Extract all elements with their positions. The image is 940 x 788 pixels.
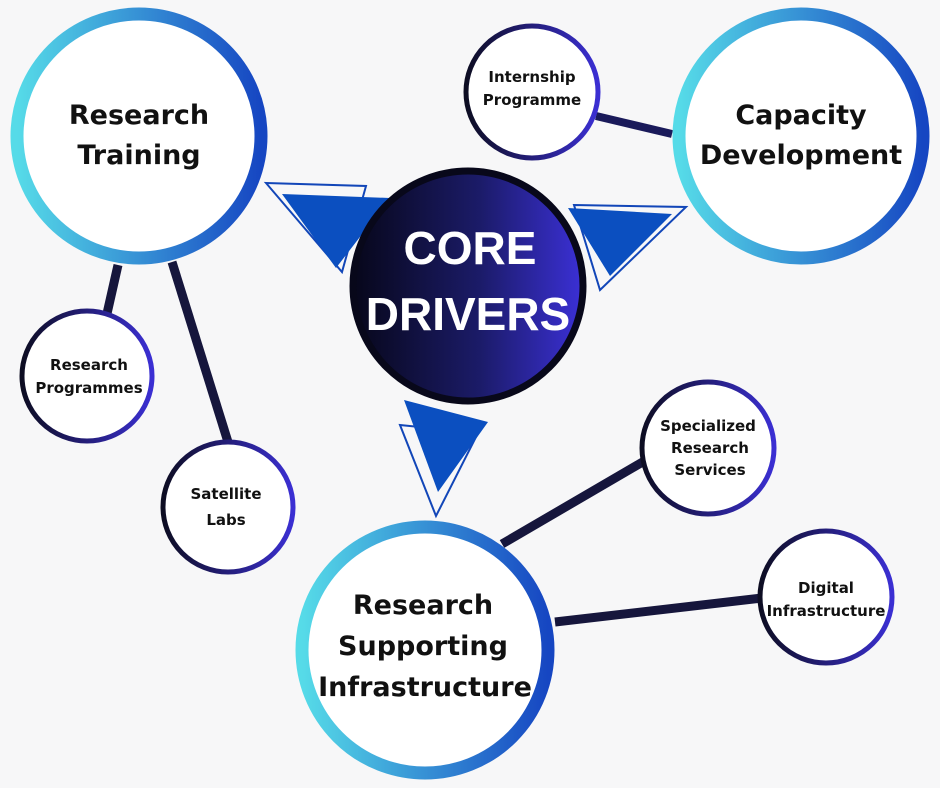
satellite-labs-circle bbox=[160, 439, 296, 575]
digital-infrastructure-label-1: Digital bbox=[798, 579, 854, 597]
internship-programme-label-1: Internship bbox=[488, 68, 575, 86]
specialized-services-label-2: Research bbox=[671, 439, 749, 457]
capacity-development-circle bbox=[672, 7, 930, 265]
core-label-1: CORE bbox=[404, 222, 537, 274]
research-programmes-label-1: Research bbox=[50, 356, 128, 374]
satellite-labs-node: Satellite Labs bbox=[160, 439, 296, 575]
digital-infrastructure-circle bbox=[757, 528, 895, 666]
research-training-label-1: Research bbox=[69, 100, 209, 131]
arrow-to-infrastructure bbox=[398, 400, 488, 519]
arrow-to-training bbox=[263, 181, 390, 275]
satellite-labs-label-2: Labs bbox=[206, 511, 245, 529]
connector-training-satellite bbox=[167, 260, 233, 444]
research-programmes-node: Research Programmes bbox=[19, 308, 155, 444]
research-programmes-label-2: Programmes bbox=[35, 379, 142, 397]
specialized-services-node: Specialized Research Services bbox=[639, 379, 777, 517]
capacity-development-node: Capacity Development bbox=[672, 7, 930, 265]
arrow-to-capacity bbox=[568, 203, 689, 292]
satellite-labs-label-1: Satellite bbox=[190, 485, 261, 503]
research-training-label-2: Training bbox=[77, 140, 200, 171]
connector-lines bbox=[101, 112, 763, 627]
connector-training-programmes bbox=[101, 264, 123, 319]
core-drivers-node: CORE DRIVERS bbox=[349, 167, 587, 405]
capacity-development-label-2: Development bbox=[700, 140, 902, 171]
research-infrastructure-circle bbox=[295, 520, 555, 780]
research-training-circle bbox=[10, 7, 268, 265]
connector-infrastructure-digital bbox=[554, 593, 763, 627]
research-training-node: Research Training bbox=[10, 7, 268, 265]
connector-infrastructure-specialized bbox=[499, 456, 649, 548]
core-drivers-circle bbox=[349, 167, 587, 405]
specialized-services-label-3: Services bbox=[674, 461, 745, 479]
capacity-development-label-1: Capacity bbox=[735, 100, 867, 131]
digital-infrastructure-node: Digital Infrastructure bbox=[757, 528, 895, 666]
core-label-2: DRIVERS bbox=[366, 288, 570, 340]
connector-internship-capacity bbox=[595, 112, 673, 138]
specialized-services-label-1: Specialized bbox=[660, 417, 756, 435]
research-infrastructure-label-3: Infrastructure bbox=[318, 672, 532, 703]
research-infrastructure-label-1: Research bbox=[353, 590, 493, 621]
internship-programme-label-2: Programme bbox=[483, 91, 581, 109]
internship-programme-node: Internship Programme bbox=[463, 23, 601, 161]
research-infrastructure-label-2: Supporting bbox=[338, 631, 508, 662]
research-infrastructure-node: Research Supporting Infrastructure bbox=[295, 520, 555, 780]
internship-programme-circle bbox=[463, 23, 601, 161]
specialized-services-circle bbox=[639, 379, 777, 517]
research-programmes-circle bbox=[19, 308, 155, 444]
digital-infrastructure-label-2: Infrastructure bbox=[767, 602, 886, 620]
